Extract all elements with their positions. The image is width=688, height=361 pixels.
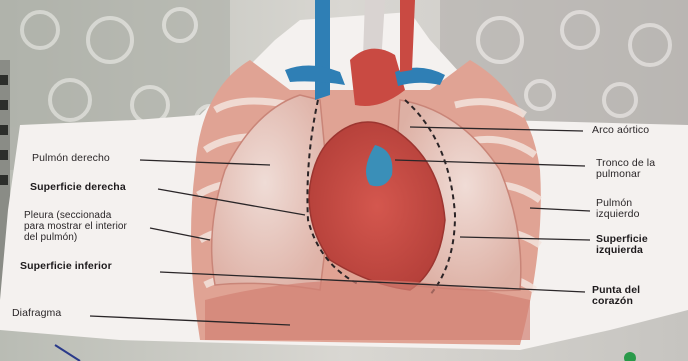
label-right-lung: Pulmón derecho: [32, 153, 110, 164]
label-right-surface: Superficie derecha: [30, 182, 126, 193]
label-heart-apex: Punta del corazón: [592, 285, 640, 307]
label-left-surface: Superficie izquierda: [596, 234, 648, 256]
label-diaphragm: Diafragma: [12, 308, 61, 319]
label-left-lung: Pulmón izquierdo: [596, 198, 640, 220]
label-pulmonary-trunk: Tronco de la pulmonar: [596, 158, 655, 180]
label-aortic-arch: Arco aórtico: [592, 125, 649, 136]
superior-vena-cava: [315, 0, 330, 100]
label-pleura: Pleura (seccionada para mostrar el inter…: [24, 210, 127, 243]
label-inferior-surface: Superficie inferior: [20, 261, 112, 272]
